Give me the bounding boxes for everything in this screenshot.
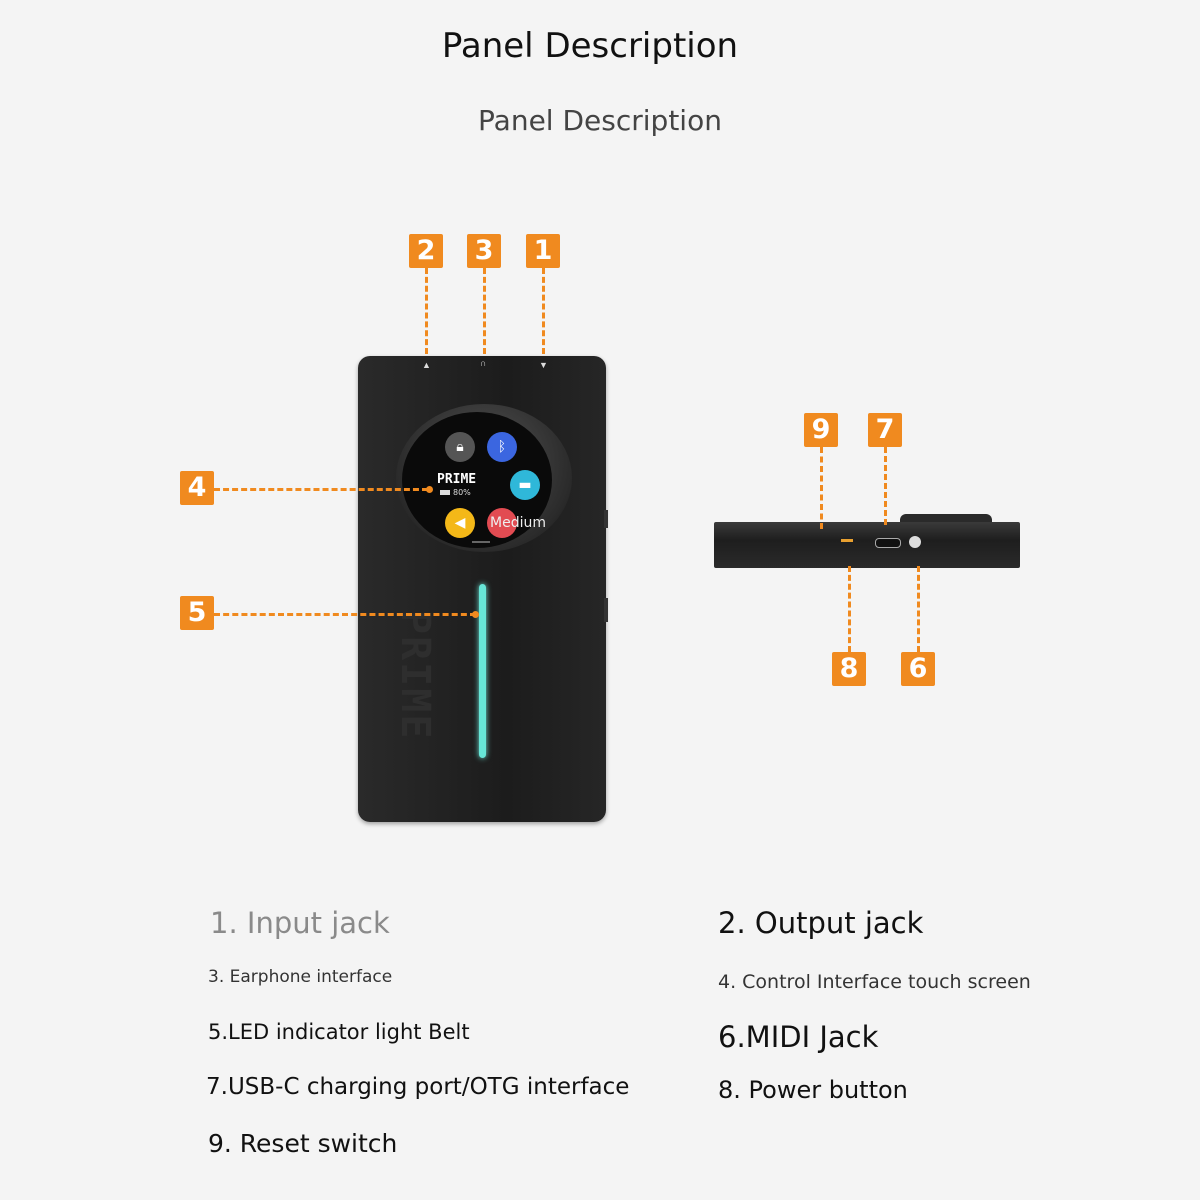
- callout-badge-8: 8: [832, 652, 866, 686]
- desc-output-jack: 2. Output jack: [718, 906, 924, 940]
- side-button-top: [604, 510, 608, 528]
- device-side-top: [900, 514, 992, 524]
- leader-line-9: [820, 447, 823, 529]
- leader-dot-5: [472, 611, 479, 618]
- desc-earphone: 3. Earphone interface: [208, 967, 393, 987]
- lock-icon[interactable]: 🔒︎: [445, 432, 475, 462]
- page-title: Panel Description: [441, 26, 739, 66]
- device-brand-logo: PRIME: [392, 610, 438, 741]
- led-belt: [479, 584, 486, 758]
- leader-line-2: [425, 268, 428, 354]
- callout-badge-4: 4: [180, 471, 214, 505]
- screen-indicator: [472, 541, 490, 543]
- device-side: [714, 522, 1020, 568]
- side-button-bottom: [604, 598, 608, 622]
- desc-power-button: 8. Power button: [718, 1076, 908, 1104]
- callout-badge-9: 9: [804, 413, 838, 447]
- leader-line-8: [848, 566, 851, 652]
- output-arrow-icon: ▲: [422, 360, 431, 370]
- leader-dot-4: [426, 486, 433, 493]
- callout-badge-5: 5: [180, 596, 214, 630]
- mode-icon[interactable]: [487, 508, 517, 538]
- input-arrow-icon: ▼: [539, 360, 548, 370]
- screen-battery: 80%: [453, 488, 471, 497]
- page-subtitle: Panel Description: [478, 104, 722, 137]
- tuner-icon[interactable]: ▬: [510, 470, 540, 500]
- leader-line-4: [214, 488, 428, 491]
- callout-badge-6: 6: [901, 652, 935, 686]
- desc-reset: 9. Reset switch: [208, 1129, 398, 1158]
- desc-led-belt: 5.LED indicator light Belt: [208, 1020, 470, 1044]
- volume-icon[interactable]: ◀: [445, 508, 475, 538]
- leader-line-5: [214, 613, 476, 616]
- reset-switch[interactable]: [841, 539, 853, 542]
- usb-c-port[interactable]: [875, 538, 901, 548]
- leader-line-6: [917, 566, 920, 652]
- desc-usb-c: 7.USB-C charging port/OTG interface: [206, 1074, 630, 1100]
- callout-badge-2: 2: [409, 234, 443, 268]
- callout-badge-7: 7: [868, 413, 902, 447]
- desc-touch-screen: 4. Control Interface touch screen: [718, 971, 1031, 993]
- screen-mode: Medium: [490, 515, 546, 531]
- leader-line-3: [483, 268, 486, 354]
- battery-icon: [440, 490, 450, 495]
- leader-line-7: [884, 447, 887, 525]
- leader-line-1: [542, 268, 545, 354]
- callout-badge-3: 3: [467, 234, 501, 268]
- desc-midi-jack: 6.MIDI Jack: [718, 1020, 879, 1054]
- bluetooth-icon[interactable]: ᛒ: [487, 432, 517, 462]
- midi-jack[interactable]: [909, 536, 921, 548]
- screen-brand: PRIME: [437, 472, 477, 487]
- callout-badge-1: 1: [526, 234, 560, 268]
- desc-input-jack: 1. Input jack: [210, 906, 390, 940]
- headphone-icon: ∩: [480, 358, 487, 368]
